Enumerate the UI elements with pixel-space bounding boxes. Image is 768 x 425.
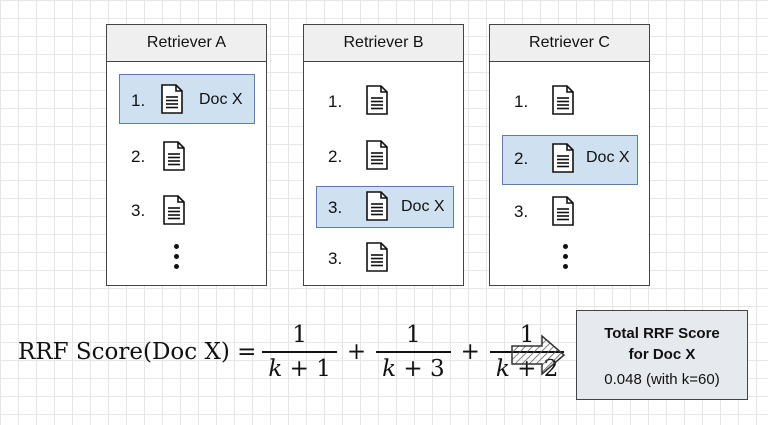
rank-label: 3.: [328, 198, 343, 217]
rank-label: 2.: [131, 147, 146, 166]
formula-fraction: 1 k + 1: [262, 321, 337, 383]
plus-sign: +: [346, 339, 367, 365]
doc-x-highlight: [119, 74, 255, 124]
formula-fraction: 1 k + 3: [376, 321, 451, 383]
doc-x-label: Doc X: [586, 149, 630, 166]
fraction-bar: [262, 351, 337, 353]
rank-label: 2.: [514, 149, 529, 168]
fraction-denominator: k + 1: [262, 353, 336, 383]
fraction-bar: [376, 351, 451, 353]
retriever-a-title: Retriever A: [107, 25, 266, 62]
fraction-numerator: 1: [519, 322, 535, 349]
total-score-box: Total RRF Score for Doc X 0.048 (with k=…: [576, 310, 748, 400]
rank-label: 2.: [328, 147, 343, 166]
rank-label: 3.: [514, 202, 529, 221]
fraction-denominator: k + 3: [376, 353, 450, 383]
total-score-value: 0.048 (with k=60): [604, 370, 720, 388]
document-icon: [552, 85, 574, 115]
formula-lhs: RRF Score(Doc X) =: [18, 339, 257, 365]
doc-x-label: Doc X: [199, 91, 243, 108]
denominator-rest: + 1: [282, 355, 331, 382]
k-variable: k: [495, 355, 510, 382]
rank-label: 1.: [328, 92, 343, 111]
denominator-rest: + 3: [396, 355, 445, 382]
document-icon: [366, 140, 388, 170]
total-score-title-line1: Total RRF Score: [604, 324, 720, 342]
rank-label: 3.: [328, 249, 343, 268]
ellipsis-icon: [563, 244, 569, 274]
document-icon: [163, 195, 185, 225]
rank-label: 1.: [514, 92, 529, 111]
document-icon: [552, 196, 574, 226]
document-icon: [163, 141, 185, 171]
document-icon: [366, 85, 388, 115]
ellipsis-icon: [174, 244, 180, 274]
retriever-c-panel: Retriever C 1. 2. Doc X 3.: [489, 24, 650, 286]
retriever-a-panel: Retriever A 1. Doc X 2. 3.: [106, 24, 267, 286]
retriever-b-title: Retriever B: [304, 25, 463, 62]
doc-x-label: Doc X: [401, 198, 445, 215]
rank-label: 1.: [131, 91, 146, 110]
fraction-numerator: 1: [292, 322, 307, 349]
plus-sign: +: [460, 339, 480, 365]
document-icon: [552, 143, 574, 173]
retriever-b-panel: Retriever B 1. 2. 3. Doc X 3.: [303, 24, 464, 286]
rrf-formula: RRF Score(Doc X) = 1 k + 1 + 1 k + 3 + 1…: [18, 312, 570, 392]
total-score-title-line2: for Doc X: [628, 345, 696, 363]
hatched-arrow-icon: [511, 334, 566, 376]
document-icon: [366, 191, 388, 221]
retriever-c-title: Retriever C: [490, 25, 649, 62]
document-icon: [161, 84, 183, 114]
rank-label: 3.: [131, 201, 146, 220]
document-icon: [366, 242, 388, 272]
fraction-numerator: 1: [406, 322, 421, 349]
k-variable: k: [382, 355, 397, 382]
k-variable: k: [268, 355, 283, 382]
